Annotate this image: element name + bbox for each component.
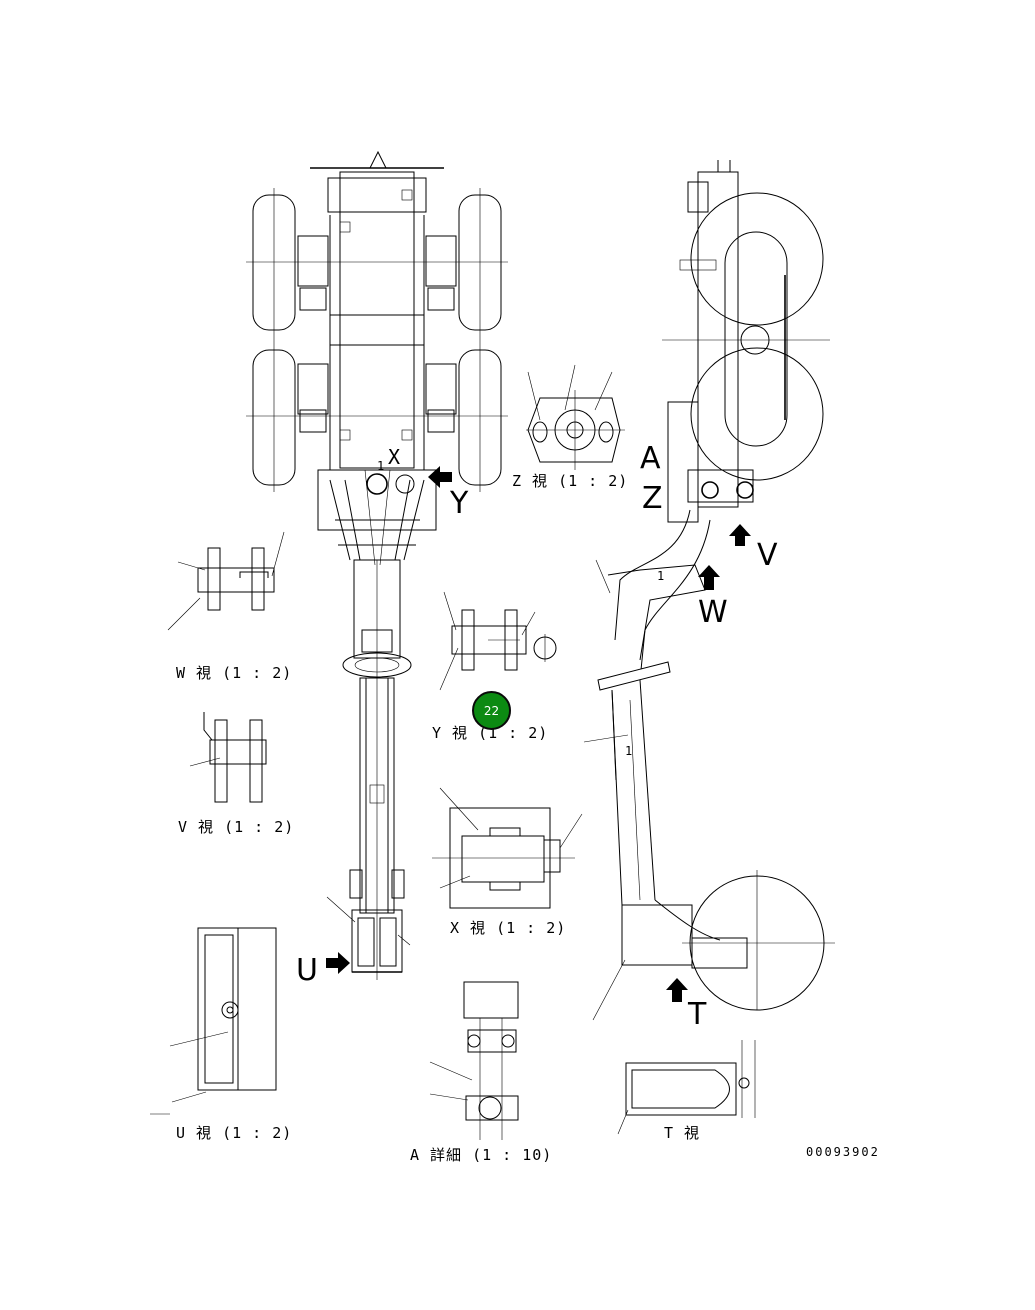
v-view-label: V 視 (1 : 2) — [178, 818, 294, 836]
u-view-label: U 視 (1 : 2) — [176, 1124, 292, 1142]
letter-y: Y — [449, 486, 469, 521]
letter-z: Z — [642, 481, 663, 516]
u-view-arrow — [326, 952, 350, 974]
callout-badge[interactable]: 22 — [472, 691, 511, 730]
x-view-detail: X 視 (1 : 2) — [432, 787, 583, 937]
part-number-right-boom: 1 — [625, 744, 632, 758]
view-arrows-right: A Z V W T — [640, 441, 778, 1032]
u-view-detail: U 視 (1 : 2) — [150, 927, 292, 1142]
w-view-detail: W 視 (1 : 2) — [167, 531, 292, 682]
z-view-label: Z 視 (1 : 2) — [512, 472, 628, 490]
t-view-arrow — [666, 978, 688, 1002]
a-detail-label: A 詳細 (1 : 10) — [410, 1146, 552, 1164]
t-view-detail: T 視 — [617, 1040, 756, 1142]
letter-w: W — [698, 595, 728, 630]
t-view-label: T 視 — [664, 1124, 700, 1142]
y-view-detail: Y 視 (1 : 2) — [432, 591, 557, 742]
y-view-arrow — [428, 466, 452, 488]
y-view-label: Y 視 (1 : 2) — [432, 724, 548, 742]
v-view-arrow — [729, 524, 751, 546]
view-arrows-left: Y X U — [296, 445, 469, 988]
machine-top-view: 1 — [246, 150, 508, 980]
letter-u: U — [296, 953, 318, 988]
part-number-left-frame: 1 — [377, 459, 384, 473]
w-view-label: W 視 (1 : 2) — [176, 664, 292, 682]
machine-side-view: 1 1 — [583, 160, 835, 1021]
z-view-detail: Z 視 (1 : 2) — [512, 364, 628, 490]
v-view-detail: V 視 (1 : 2) — [178, 712, 294, 836]
letter-t: T — [687, 997, 707, 1032]
letter-v: V — [757, 538, 778, 573]
part-number-right-upper: 1 — [657, 569, 664, 583]
a-detail: A 詳細 (1 : 10) — [410, 981, 552, 1164]
x-view-label: X 視 (1 : 2) — [450, 919, 566, 937]
drawing-code: 00093902 — [806, 1145, 880, 1159]
letter-x: X — [388, 445, 401, 469]
letter-a: A — [640, 441, 661, 476]
w-view-arrow — [698, 565, 720, 590]
